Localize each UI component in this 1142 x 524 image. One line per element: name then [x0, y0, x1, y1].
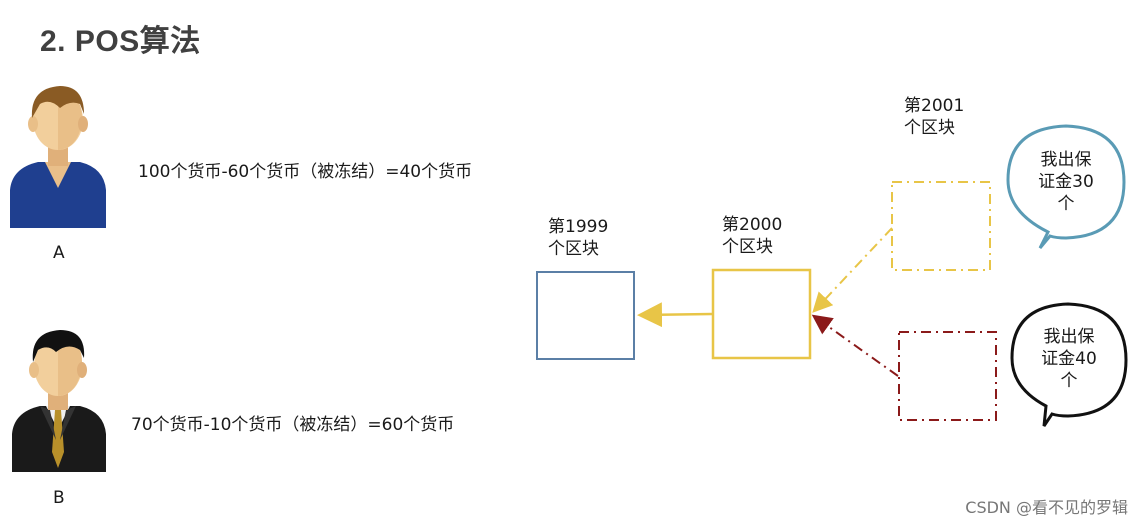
block-2001-label: 第2001 个区块	[904, 95, 964, 139]
man-black-suit-icon	[12, 330, 106, 472]
bubble-b-text: 我出保 证金40 个	[1030, 326, 1108, 392]
bubble-a-line3: 个	[1026, 193, 1106, 215]
block-2000-label-line2: 个区块	[722, 236, 782, 258]
person-b-label: B	[53, 488, 65, 508]
man-blue-sweater-icon	[10, 86, 106, 228]
block-1999-label-line2: 个区块	[548, 238, 608, 260]
candidate-block-a	[892, 182, 990, 270]
bubble-a-text: 我出保 证金30 个	[1026, 149, 1106, 215]
block-2000-label: 第2000 个区块	[722, 214, 782, 258]
candidate-arrow-a	[815, 228, 892, 310]
block-1999-label-line1: 第1999	[548, 216, 608, 238]
block-2000-box	[713, 270, 810, 358]
bubble-a-line2: 证金30	[1026, 171, 1106, 193]
candidate-block-b	[899, 332, 996, 420]
bubble-b-line2: 证金40	[1030, 348, 1108, 370]
bubble-b-line3: 个	[1030, 370, 1108, 392]
person-a-label: A	[53, 243, 65, 263]
block-1999-label: 第1999 个区块	[548, 216, 608, 260]
watermark: CSDN @看不见的罗辑	[965, 494, 1128, 518]
chain-arrow	[642, 314, 712, 315]
bubble-b-line1: 我出保	[1030, 326, 1108, 348]
block-2001-label-line1: 第2001	[904, 95, 964, 117]
block-1999-box	[537, 272, 634, 359]
candidate-arrow-b	[815, 317, 898, 376]
person-b-balance: 70个货币-10个货币（被冻结）=60个货币	[131, 410, 454, 435]
block-2001-label-line2: 个区块	[904, 117, 964, 139]
block-2000-label-line1: 第2000	[722, 214, 782, 236]
bubble-a-line1: 我出保	[1026, 149, 1106, 171]
person-a-balance: 100个货币-60个货币（被冻结）=40个货币	[138, 157, 472, 182]
